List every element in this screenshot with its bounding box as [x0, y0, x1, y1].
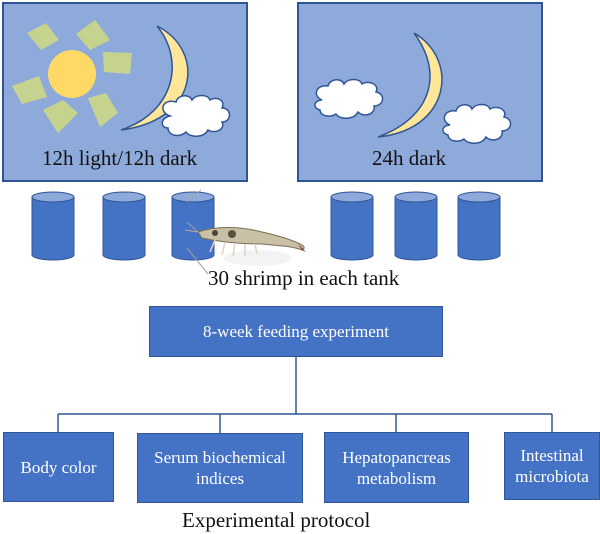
panel-label-dark: 24h dark: [372, 146, 447, 170]
tank-caption: 30 shrimp in each tank: [208, 266, 400, 290]
shrimp-image: [184, 227, 306, 266]
panel-label-light-dark: 12h light/12h dark: [42, 146, 198, 170]
flow-connectors: [57, 357, 553, 433]
figure-caption: Experimental protocol: [182, 508, 371, 532]
pointer-lines: [186, 189, 209, 275]
tank-icon: [31, 191, 75, 261]
tank-icon: [102, 191, 146, 261]
tank-group: [31, 191, 501, 261]
child-box-serum: Serum biochemical indices: [137, 433, 303, 503]
moon-icon: [377, 32, 443, 138]
tank-icon: [330, 191, 374, 261]
root-box: 8-week feeding experiment: [149, 306, 443, 357]
tank-icon: [171, 191, 215, 261]
child-box-hepatopancreas: Hepatopancreas metabolism: [324, 432, 469, 503]
cloud-icon: [161, 94, 231, 137]
child-box-body-color: Body color: [3, 432, 114, 502]
tank-icon: [457, 191, 501, 261]
cloud-icon: [314, 78, 384, 119]
child-box-microbiota: Intestinal microbiota: [504, 432, 600, 500]
sun-icon: [12, 20, 132, 133]
cloud-icon: [442, 103, 512, 144]
tank-icon: [394, 191, 438, 261]
